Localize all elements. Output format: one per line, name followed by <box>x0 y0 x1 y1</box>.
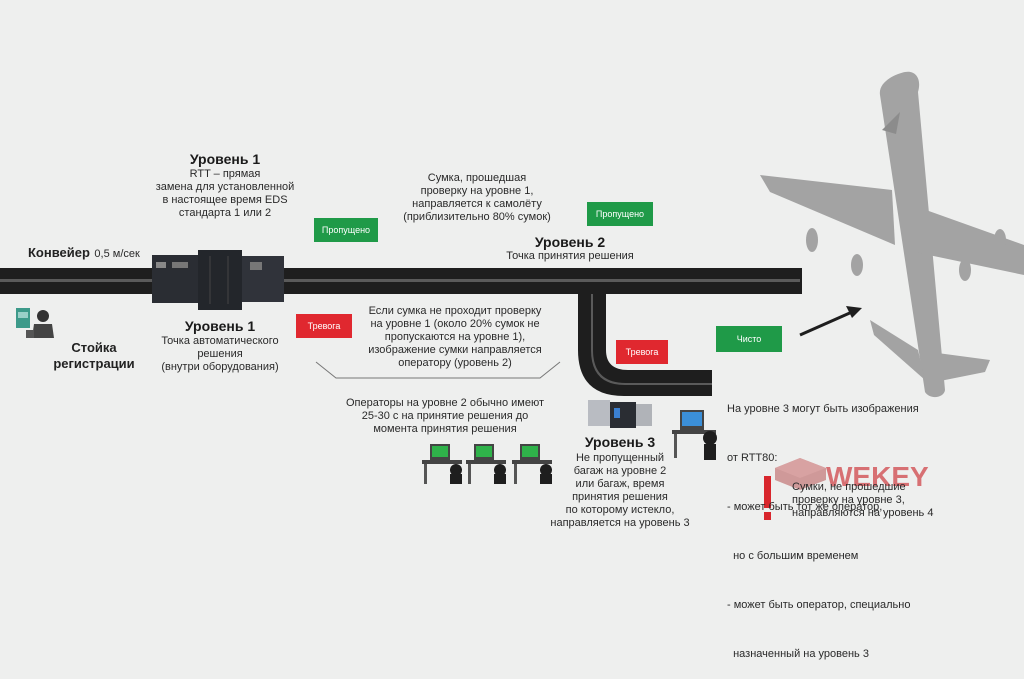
level3-title: Уровень 3 <box>584 434 656 450</box>
level2: Уровень 2 Точка принятия решения <box>490 234 650 263</box>
level3-line: по которому истекло, <box>565 504 675 516</box>
level1-bottom-line: (внутри оборудования) <box>161 361 279 373</box>
operators-l2-line: момента принятия решения <box>373 423 517 435</box>
level1-top-line: RTT – прямая <box>189 168 261 180</box>
level3-images-line: На уровне 3 могут быть изображения <box>727 403 919 415</box>
bags-not-passed-text: Сумки, не прошедшие проверку на уровне 3… <box>792 481 962 520</box>
passed-bag-text: Сумка, прошедшая проверку на уровне 1, н… <box>392 172 562 224</box>
conveyor-label-bold: Конвейер <box>28 245 90 260</box>
failed-bag-line: оператору (уровень 2) <box>398 357 512 369</box>
checkin-label: Стойка регистрации <box>44 340 144 372</box>
passed-bag-line: направляется к самолёту <box>412 198 542 210</box>
level1-top-title: Уровень 1 <box>189 151 261 167</box>
bags-not-passed-line: направляются на уровень 4 <box>792 507 934 519</box>
tag-alarm-1: Тревога <box>296 314 352 338</box>
level1-top-line: замена для установленной <box>155 181 295 193</box>
level3-images-line: но с большим временем <box>727 550 859 562</box>
level3-line: багаж на уровне 2 <box>573 465 667 477</box>
level3-images-line: от RTT80: <box>727 452 778 464</box>
checkin-line2: регистрации <box>53 356 135 371</box>
failed-bag-line: изображение сумки направляется <box>368 344 542 356</box>
operators-l2-line: Операторы на уровне 2 обычно имеют <box>345 397 545 409</box>
tag-passed-1: Пропущено <box>314 218 378 242</box>
level3-workstation-icon <box>672 410 717 460</box>
level1-bottom-line: решения <box>197 348 243 360</box>
passed-bag-line: (приблизительно 80% сумок) <box>403 211 551 223</box>
level3-line: Не пропущенный <box>575 452 664 464</box>
level3-images-line: - может быть оператор, специально <box>727 599 911 611</box>
conveyor-speed: 0,5 м/сек <box>94 248 140 260</box>
level1-bottom-title: Уровень 1 <box>184 318 256 334</box>
failed-bag-text: Если сумка не проходит проверку на уровн… <box>350 305 560 370</box>
checkin-line1: Стойка <box>71 340 117 355</box>
scanner-machine <box>152 250 284 310</box>
operators-l2-text: Операторы на уровне 2 обычно имеют 25-30… <box>330 397 560 436</box>
tag-passed-2: Пропущено <box>587 202 653 226</box>
tag-alarm-2: Тревога <box>616 340 668 364</box>
wekey-logo <box>764 458 826 520</box>
level1-bottom: Уровень 1 Точка автоматического решения … <box>140 318 300 374</box>
level1-top: Уровень 1 RTT – прямая замена для устано… <box>150 151 300 220</box>
tag-clean: Чисто <box>716 326 782 352</box>
operator-workstation-icon <box>422 444 552 484</box>
conveyor-belt <box>0 268 802 396</box>
arrow-to-plane <box>799 306 862 337</box>
level1-bottom-line: Точка автоматического <box>161 335 279 347</box>
level3-images-line: назначенный на уровень 3 <box>727 648 869 660</box>
airplane-icon <box>760 71 1024 398</box>
failed-bag-line: на уровне 1 (около 20% сумок не <box>370 318 540 330</box>
level2-title: Уровень 2 <box>534 234 606 250</box>
operators-l2-line: 25-30 с на принятие решения до <box>361 410 529 422</box>
diagram-graphics <box>0 71 1024 520</box>
failed-bag-line: пропускаются на уровне 1), <box>384 331 526 343</box>
bags-not-passed-line: Сумки, не прошедшие <box>792 481 906 493</box>
passed-bag-line: проверку на уровне 1, <box>420 185 534 197</box>
bracket-line <box>315 361 561 379</box>
level3-scanner <box>588 400 652 428</box>
checkin-counter-icon <box>16 308 54 338</box>
conveyor-label: Конвейер 0,5 м/сек <box>28 244 140 262</box>
bags-not-passed-line: проверку на уровне 3, <box>792 494 905 506</box>
level2-subtitle: Точка принятия решения <box>506 250 634 262</box>
level3-line: или багаж, время <box>575 478 665 490</box>
level3-images-text: На уровне 3 могут быть изображения от RT… <box>727 367 947 679</box>
level3: Уровень 3 Не пропущенный багаж на уровне… <box>540 434 700 530</box>
level1-top-line: в настоящее время EDS <box>162 194 288 206</box>
level3-line: принятия решения <box>572 491 668 503</box>
level3-images-line: - может быть тот же оператор, <box>727 501 883 513</box>
wekey-watermark: WEKEY <box>826 461 929 492</box>
level1-top-line: стандарта 1 или 2 <box>178 207 272 219</box>
failed-bag-line: Если сумка не проходит проверку <box>368 305 542 317</box>
level3-line: направляется на уровень 3 <box>550 517 690 529</box>
passed-bag-line: Сумка, прошедшая <box>427 172 527 184</box>
